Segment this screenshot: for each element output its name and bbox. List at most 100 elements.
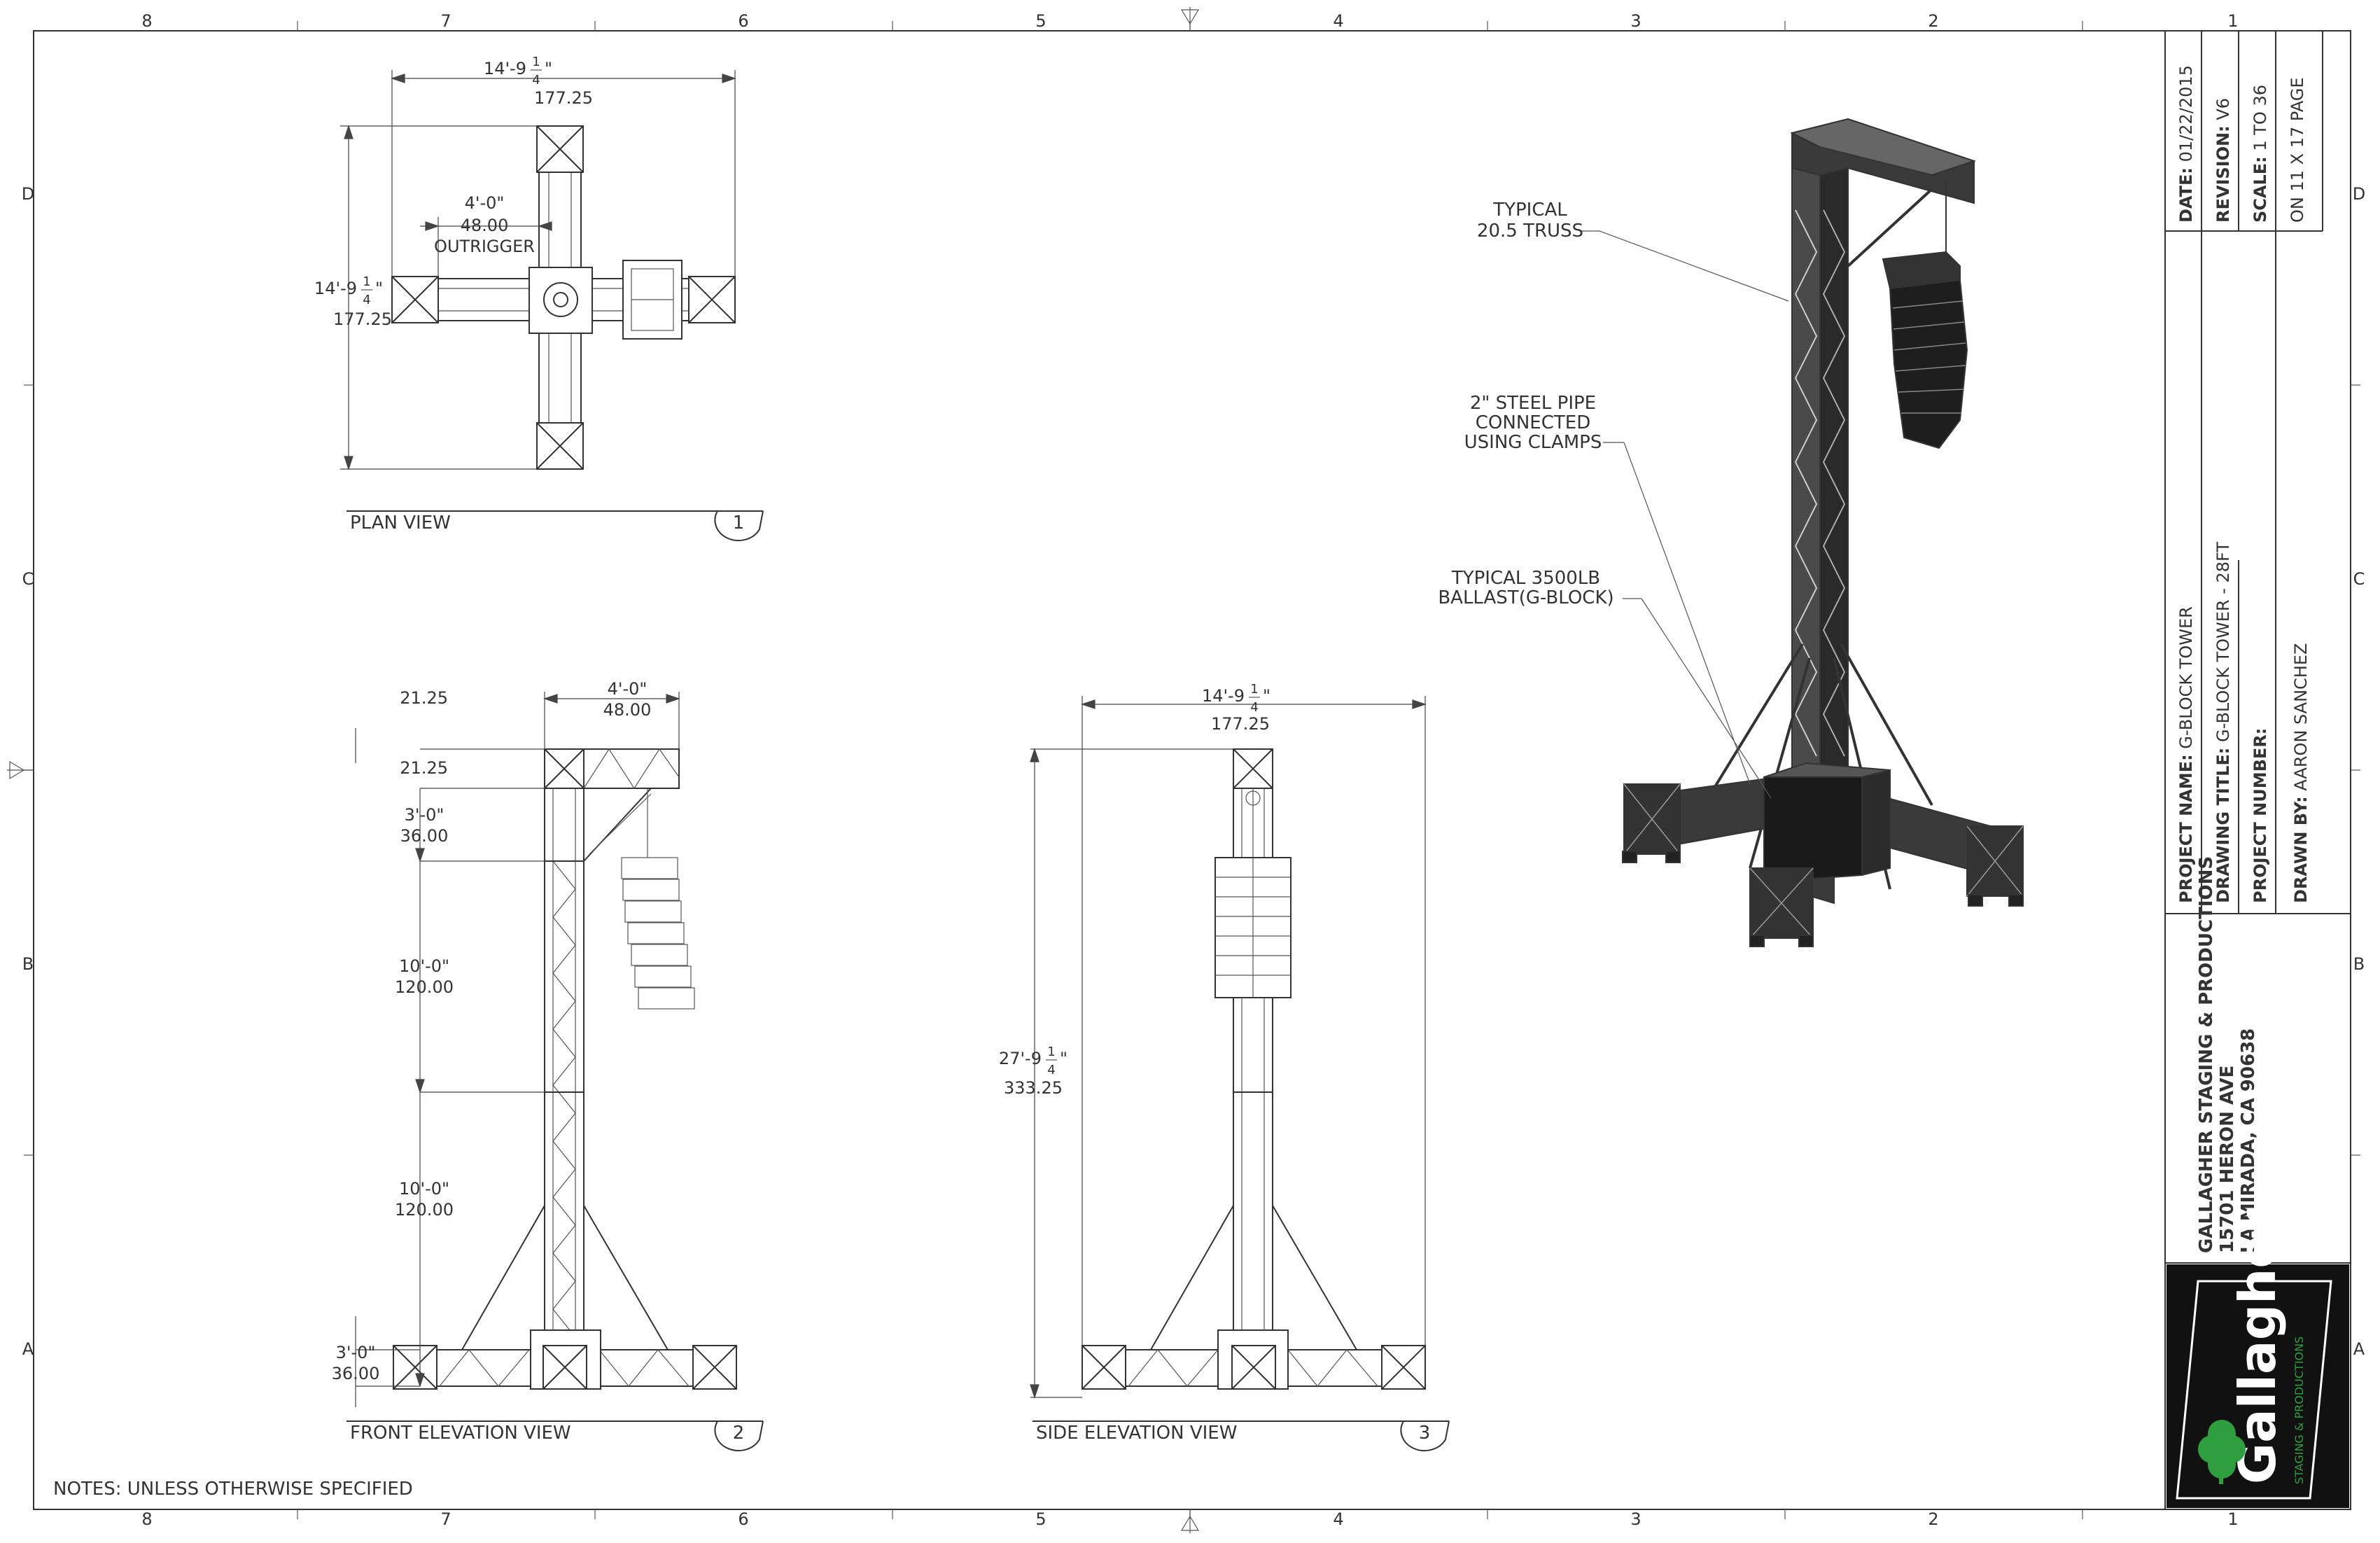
plan-width-in: 177.25 xyxy=(534,88,593,108)
front-d2-ftin: 10'-0" xyxy=(399,956,449,976)
side-height-in: 333.25 xyxy=(1004,1078,1063,1098)
zone-row-left-a: A xyxy=(22,1339,34,1359)
tb-date-label: DATE: xyxy=(2176,167,2196,223)
tb-project-number-label: PROJECT NUMBER: xyxy=(2250,728,2270,903)
plan-view-number: 1 xyxy=(733,512,745,533)
plan-view-label: PLAN VIEW xyxy=(350,512,451,533)
callout-pipe-line2: CONNECTED xyxy=(1476,412,1590,433)
zone-row-right-d: D xyxy=(2353,184,2365,204)
plan-width-frac-num: 1 xyxy=(532,55,540,69)
zone-col-bottom-5: 5 xyxy=(1035,1509,1046,1529)
plan-dimensions xyxy=(340,70,736,470)
plan-height-in: 177.25 xyxy=(333,309,392,329)
zone-col-top-6: 6 xyxy=(738,11,748,31)
tb-company-name: GALLAGHER STAGING & PRODUCTIONS xyxy=(2196,856,2217,1253)
zone-col-top-1: 1 xyxy=(2227,11,2238,31)
front-d3-in: 120.00 xyxy=(395,1200,454,1220)
tb-date: DATE: 01/22/2015 xyxy=(2176,65,2196,223)
tb-scale-label: SCALE: xyxy=(2250,156,2270,223)
side-width-ftin: 14'-9 xyxy=(1202,686,1245,706)
plan-height-frac-den: 4 xyxy=(363,293,370,307)
zone-col-top-8: 8 xyxy=(141,11,152,31)
side-width-inch-mark: " xyxy=(1263,686,1270,706)
callout-pipe-line1: 2" STEEL PIPE xyxy=(1470,393,1596,414)
zone-col-bottom-4: 4 xyxy=(1333,1509,1343,1529)
plan-width-inch-mark: " xyxy=(545,59,552,78)
iso-callouts: TYPICAL 20.5 TRUSS 2" STEEL PIPE CONNECT… xyxy=(1438,200,1614,608)
zone-col-bottom-7: 7 xyxy=(440,1509,451,1529)
tb-revision-label: REVISION: xyxy=(2213,125,2233,223)
zone-row-left-b: B xyxy=(22,954,34,974)
side-height-inch-mark: " xyxy=(1060,1049,1068,1068)
front-d4-in: 36.00 xyxy=(332,1364,380,1383)
tb-company-city: LA MIRADA, CA 90638 xyxy=(2238,1028,2259,1253)
front-top-a: 21.25 xyxy=(400,688,448,708)
side-view-title: SIDE ELEVATION VIEW 3 xyxy=(1032,1420,1450,1452)
tb-revision: REVISION: V6 xyxy=(2213,98,2233,223)
side-dimensions xyxy=(1030,696,1427,1399)
plan-height-ftin: 14'-9 xyxy=(314,279,357,298)
front-view-label: FRONT ELEVATION VIEW xyxy=(350,1423,571,1444)
zone-col-top-3: 3 xyxy=(1630,11,1641,31)
front-elevation-view: 21.25 21.25 4'-0" 48.00 3'-0" 36.00 10'-… xyxy=(332,679,764,1452)
plan-width-frac-den: 4 xyxy=(532,73,540,88)
tb-project-name-value: G-BLOCK TOWER xyxy=(2176,606,2196,749)
tb-revision-value: V6 xyxy=(2213,98,2233,120)
front-view-title: FRONT ELEVATION VIEW 2 xyxy=(346,1420,764,1452)
tb-project-name: PROJECT NAME: G-BLOCK TOWER xyxy=(2176,606,2196,903)
tb-drawn-by: DRAWN BY: AARON SANCHEZ xyxy=(2291,643,2311,903)
plan-outrigger-ftin: 4'-0" xyxy=(465,193,505,213)
isometric-view: TYPICAL 20.5 TRUSS 2" STEEL PIPE CONNECT… xyxy=(1438,118,2024,947)
tb-drawing-title: DRAWING TITLE: G-BLOCK TOWER - 28FT xyxy=(2213,542,2233,903)
zone-row-left-d: D xyxy=(22,184,34,204)
zone-col-top-2: 2 xyxy=(1928,11,1938,31)
front-dimensions xyxy=(355,692,680,1407)
plan-truss xyxy=(391,125,736,470)
tb-date-value: 01/22/2015 xyxy=(2176,65,2196,162)
tb-scale-value: 1 TO 36 xyxy=(2250,85,2270,151)
front-d1-in: 36.00 xyxy=(400,826,449,846)
plan-width-ftin: 14'-9 xyxy=(484,59,526,78)
callout-pipe-line3: USING CLAMPS xyxy=(1464,432,1602,453)
notes-text: NOTES: UNLESS OTHERWISE SPECIFIED xyxy=(53,1479,413,1500)
tb-drawing-title-value: G-BLOCK TOWER - 28FT xyxy=(2213,542,2233,742)
callout-truss-line1: TYPICAL xyxy=(1492,200,1567,221)
tb-scale: SCALE: 1 TO 36 xyxy=(2250,85,2270,223)
zone-row-right-c: C xyxy=(2353,569,2365,589)
front-outrigger-in: 48.00 xyxy=(603,700,652,720)
company-logo: Gallagher STAGING & PRODUCTIONS xyxy=(2166,1209,2349,1508)
side-view-number: 3 xyxy=(1419,1423,1431,1444)
plan-height-frac-num: 1 xyxy=(363,274,370,289)
callout-truss-line2: 20.5 TRUSS xyxy=(1477,221,1583,242)
front-view-number: 2 xyxy=(733,1423,745,1444)
tb-company-street: 15701 HERON AVE xyxy=(2217,1066,2238,1253)
front-truss xyxy=(393,748,737,1390)
clover-icon xyxy=(2198,1420,2246,1484)
plan-outrigger-in: 48.00 xyxy=(461,216,509,235)
side-height-frac-num: 1 xyxy=(1047,1045,1055,1059)
front-d3-ftin: 10'-0" xyxy=(399,1179,449,1199)
plan-view: 14'-9 1 4 " 177.25 14'-9 1 4 " 177.25 4'… xyxy=(314,55,764,542)
sheet-border: 8 7 6 5 4 3 2 1 8 7 6 5 4 3 2 1 D C B A … xyxy=(7,7,2365,1533)
tb-drawn-by-label: DRAWN BY: xyxy=(2291,796,2311,903)
side-width-frac-num: 1 xyxy=(1250,682,1258,697)
side-width-frac-den: 4 xyxy=(1250,700,1258,715)
iso-tower xyxy=(1622,118,2024,947)
zone-col-top-7: 7 xyxy=(440,11,451,31)
plan-view-title: PLAN VIEW 1 xyxy=(346,510,764,542)
tb-drawn-by-value: AARON SANCHEZ xyxy=(2291,643,2311,791)
zone-col-top-4: 4 xyxy=(1333,11,1343,31)
front-d4-ftin: 3'-0" xyxy=(336,1343,376,1362)
iso-leaders xyxy=(1581,230,1789,799)
zone-col-bottom-2: 2 xyxy=(1928,1509,1938,1529)
zone-row-right-b: B xyxy=(2353,954,2365,974)
front-outrigger-ftin: 4'-0" xyxy=(608,679,648,699)
zone-col-top-5: 5 xyxy=(1035,11,1046,31)
zone-col-bottom-6: 6 xyxy=(738,1509,748,1529)
zone-row-right-a: A xyxy=(2353,1339,2365,1359)
zone-col-bottom-3: 3 xyxy=(1630,1509,1641,1529)
zone-row-left-c: C xyxy=(22,569,34,589)
zone-labels: 8 7 6 5 4 3 2 1 8 7 6 5 4 3 2 1 D C B A … xyxy=(22,11,2365,1529)
tb-project-name-label: PROJECT NAME: xyxy=(2176,754,2196,903)
